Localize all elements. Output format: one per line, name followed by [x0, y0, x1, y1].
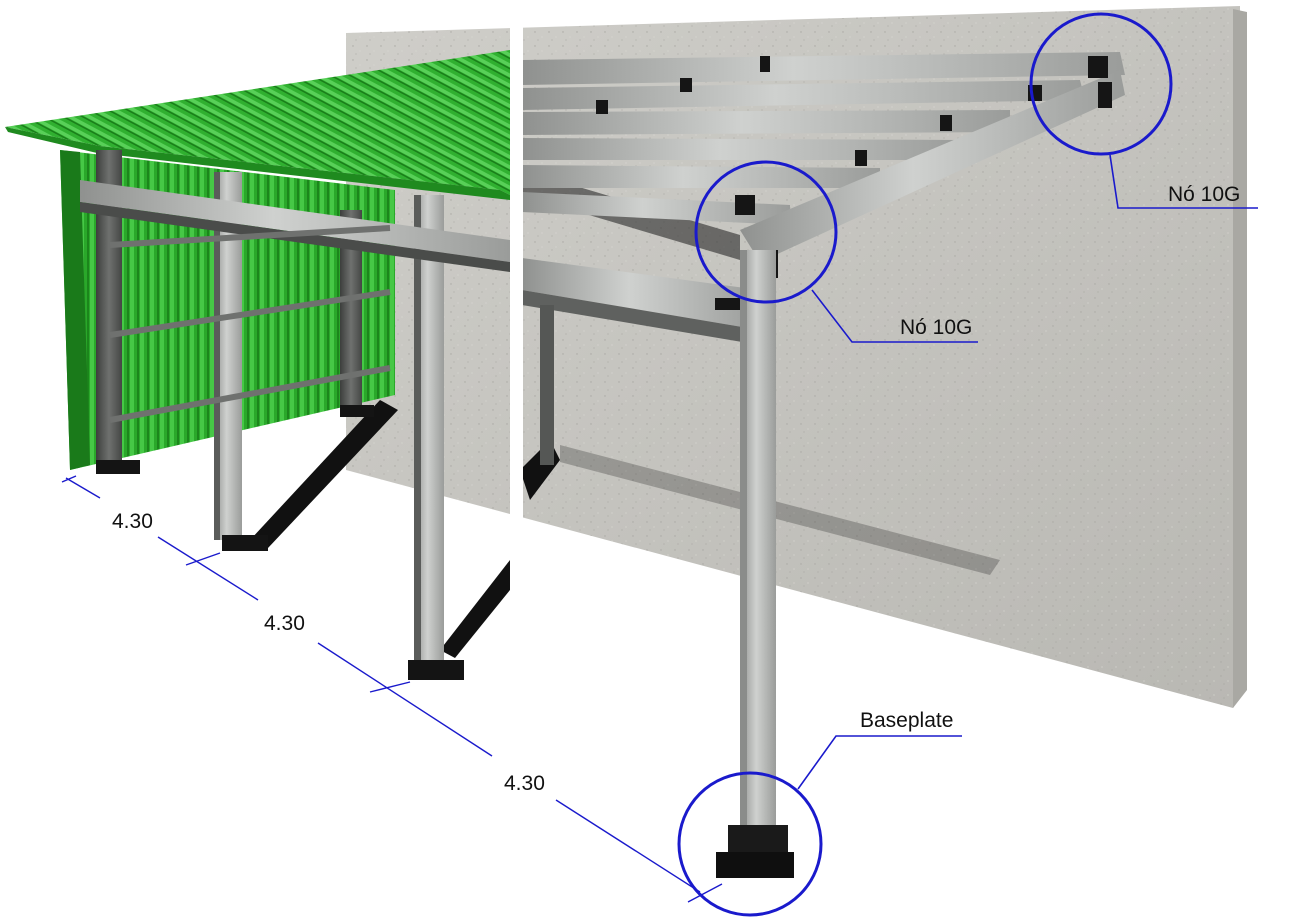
left-frame [80, 150, 510, 680]
dimension-label-1: 4.30 [112, 510, 153, 533]
callout-baseplate [677, 735, 962, 917]
ground-shadows [250, 400, 1000, 658]
callout-label-node-front: Nó 10G [900, 316, 972, 339]
callout-label-baseplate: Baseplate [860, 709, 953, 732]
callout-node-top [1029, 12, 1258, 209]
dimension-label-2: 4.30 [264, 612, 305, 635]
callout-node-front [694, 160, 978, 343]
dimension-line [61, 475, 723, 903]
roof-frame [522, 52, 1125, 878]
view-break [510, 20, 523, 560]
callout-label-node-top: Nó 10G [1168, 183, 1240, 206]
dimension-label-3: 4.30 [504, 772, 545, 795]
roof-sheeting [5, 50, 510, 200]
